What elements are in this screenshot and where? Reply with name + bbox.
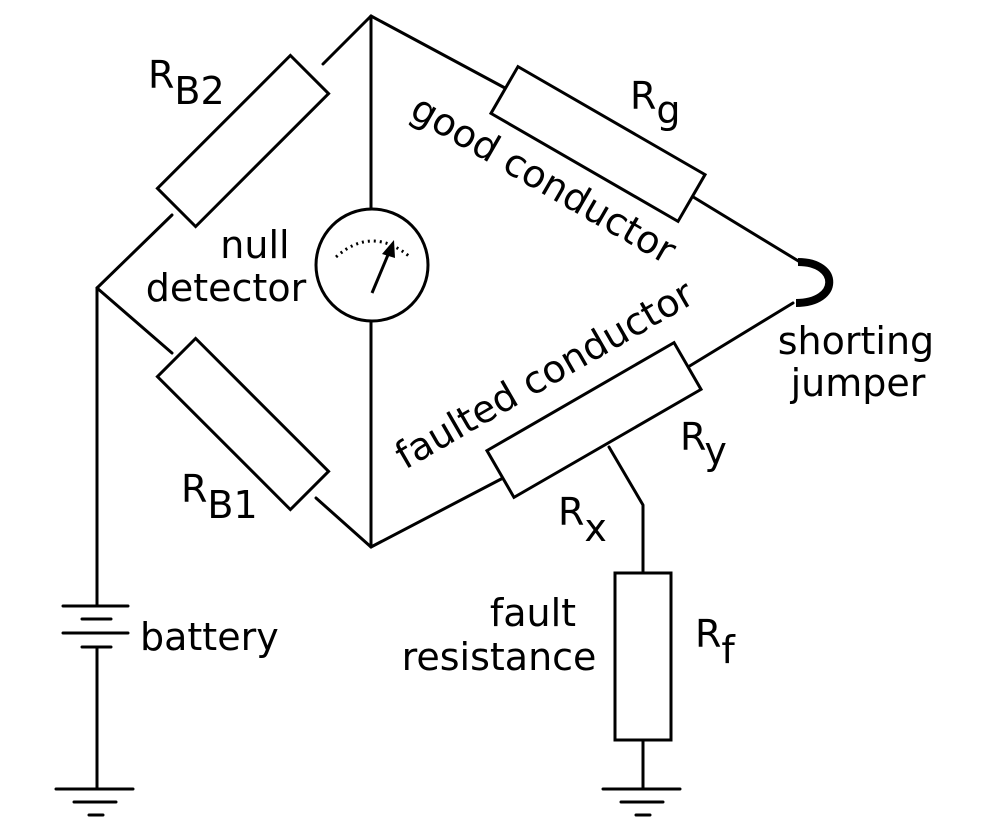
label-null-detector: null detector [146, 223, 307, 310]
label-shorting-jumper: shorting jumper [778, 319, 947, 405]
meter-scale [335, 239, 411, 259]
ground-left [54, 787, 135, 817]
wire-top-rg [369, 14, 507, 90]
label-rg: Rg [630, 74, 681, 132]
resistor-faulted [484, 340, 704, 500]
wire-jumper-faulted [686, 301, 795, 369]
wire-rb1-bottom [314, 496, 373, 549]
wire-fault-tap [607, 445, 645, 575]
wire-rg-jumper [688, 193, 802, 264]
resistor-rb1 [155, 336, 331, 512]
resistor-rb2 [155, 53, 331, 229]
ground-right [601, 787, 682, 817]
wire-top-rb2 [321, 14, 373, 66]
resistor-rf [613, 571, 673, 742]
label-rb2: RB2 [148, 53, 225, 113]
wire-rb2-left [95, 213, 174, 290]
null-detector-meter [314, 207, 430, 323]
meter-needle-arrow [382, 240, 395, 258]
shorting-jumper-symbol [795, 258, 834, 307]
label-fault-resistance: fault resistance [402, 591, 597, 679]
wires [95, 14, 802, 790]
wire-left-rb1 [95, 286, 174, 355]
resistor-rg [488, 64, 708, 224]
wire-faulted-bottom [369, 475, 507, 549]
label-battery: battery [140, 615, 279, 659]
label-ry: Ry [680, 415, 727, 473]
meter-needle [370, 249, 392, 294]
label-rx: Rx [558, 490, 607, 550]
label-rb1: RB1 [181, 467, 258, 527]
battery-symbol [61, 604, 130, 649]
label-rf: Rf [695, 612, 736, 672]
